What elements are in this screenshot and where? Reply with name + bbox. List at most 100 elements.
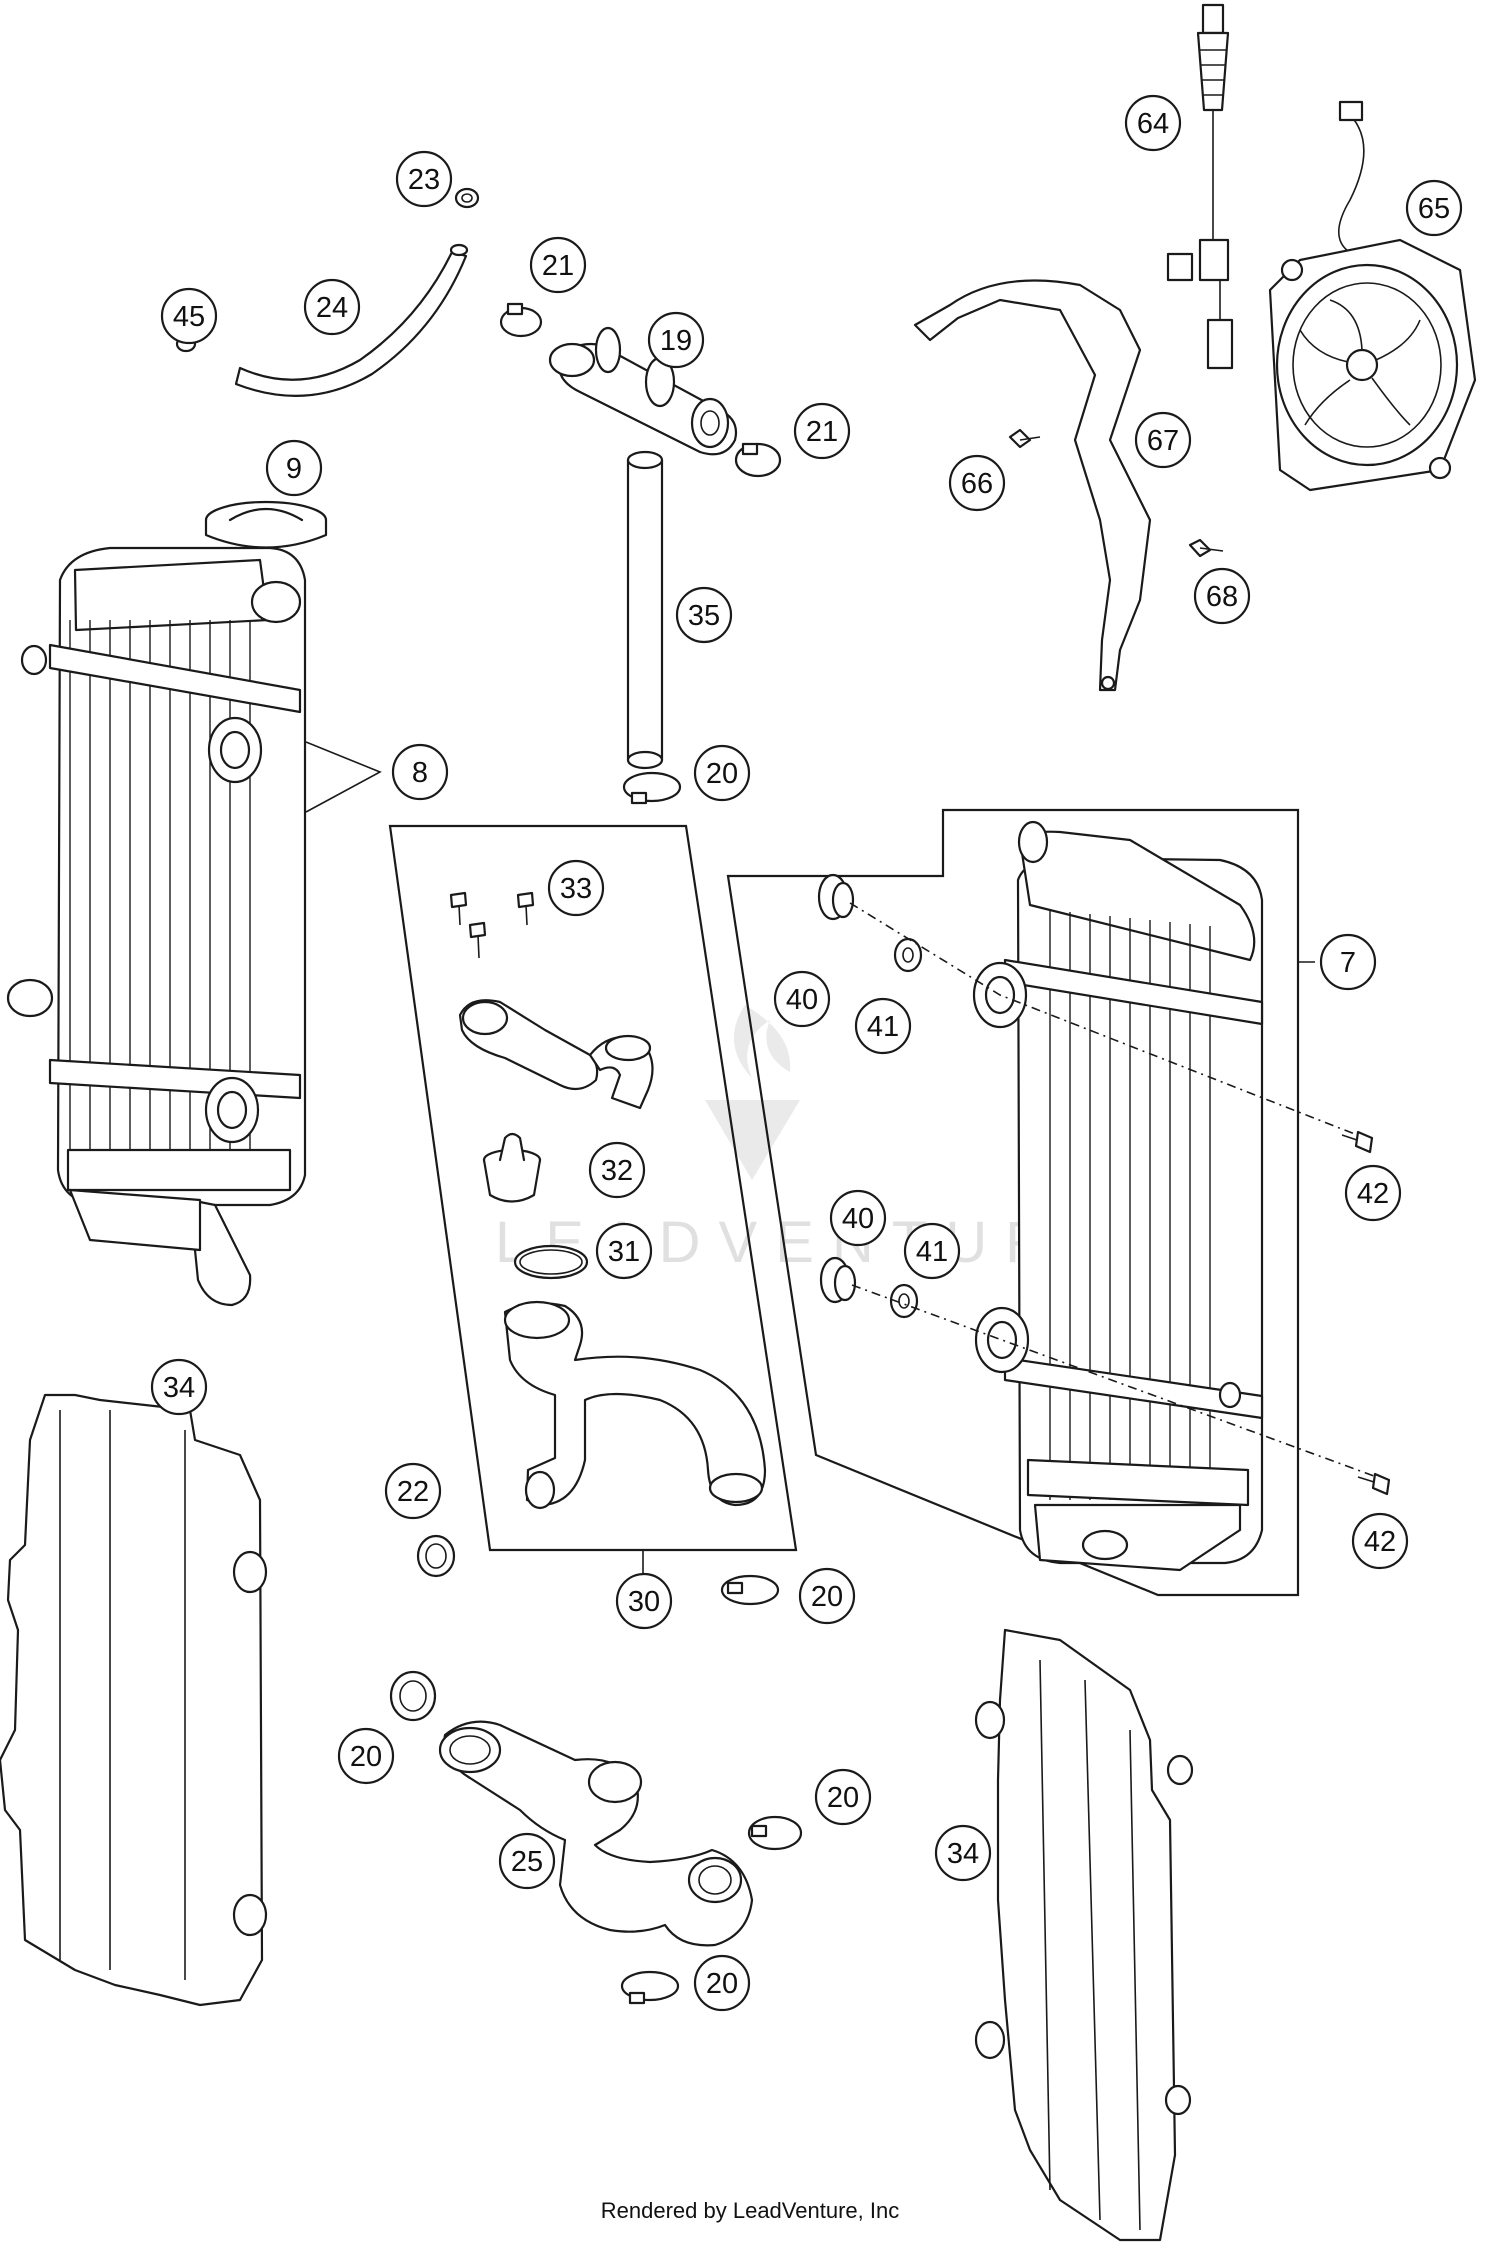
callout-label: 34 bbox=[163, 1372, 195, 1404]
callout-31: 31 bbox=[595, 1222, 653, 1280]
callout-circle bbox=[498, 1832, 556, 1890]
callout-8: 8 bbox=[391, 743, 449, 801]
hose-clamp-20-bottom bbox=[620, 1970, 680, 2005]
callout-label: 22 bbox=[397, 1476, 429, 1508]
grommet-40-upper bbox=[817, 873, 855, 921]
lower-hose-25 bbox=[438, 1720, 754, 1947]
thermostat-housing-upper bbox=[458, 999, 654, 1110]
callout-20: 20 bbox=[337, 1727, 395, 1785]
callout-circle bbox=[814, 1768, 872, 1826]
fan-bracket-67 bbox=[913, 279, 1152, 692]
callout-66: 66 bbox=[948, 454, 1006, 512]
callout-circle bbox=[903, 1222, 961, 1280]
callout-20: 20 bbox=[693, 744, 751, 802]
hose-clamp-22 bbox=[416, 1534, 456, 1578]
callout-label: 33 bbox=[560, 873, 592, 905]
callout-circle bbox=[615, 1572, 673, 1630]
callout-circle bbox=[303, 278, 361, 336]
leader-8 bbox=[305, 741, 382, 813]
callout-21: 21 bbox=[529, 236, 587, 294]
callout-circle bbox=[395, 150, 453, 208]
callout-circle bbox=[693, 1954, 751, 2012]
radiator-shroud-34-right bbox=[974, 1628, 1194, 2242]
callout-label: 8 bbox=[412, 757, 428, 789]
callout-label: 67 bbox=[1147, 425, 1179, 457]
hose-clamp-20-mid bbox=[720, 1574, 780, 1606]
callout-41: 41 bbox=[903, 1222, 961, 1280]
callout-label: 20 bbox=[350, 1741, 382, 1773]
callout-circle bbox=[391, 743, 449, 801]
callout-circle bbox=[1351, 1512, 1409, 1570]
hose-clamp-20-top bbox=[622, 771, 682, 805]
callout-label: 9 bbox=[286, 453, 302, 485]
callout-label: 42 bbox=[1364, 1526, 1396, 1558]
callout-circle bbox=[1134, 411, 1192, 469]
callout-42: 42 bbox=[1344, 1164, 1402, 1222]
o-ring-31 bbox=[513, 1244, 589, 1280]
callout-label: 64 bbox=[1137, 108, 1169, 140]
callout-label: 41 bbox=[867, 1011, 899, 1043]
thermostat-housing-lower bbox=[503, 1300, 767, 1510]
right-radiator-fins bbox=[1049, 910, 1211, 1500]
callout-40: 40 bbox=[773, 970, 831, 1028]
callout-label: 32 bbox=[601, 1155, 633, 1187]
axis-line-upper bbox=[849, 902, 1371, 1141]
radiator-7-frame bbox=[726, 808, 1300, 1597]
grommet-40-lower bbox=[819, 1256, 857, 1304]
callout-circle bbox=[798, 1567, 856, 1625]
callout-circle bbox=[265, 439, 323, 497]
callout-label: 45 bbox=[173, 301, 205, 333]
callout-circle bbox=[150, 1358, 208, 1416]
callout-22: 22 bbox=[384, 1462, 442, 1520]
callout-label: 42 bbox=[1357, 1178, 1389, 1210]
cooling-fan-65 bbox=[1268, 100, 1477, 492]
callout-label: 21 bbox=[806, 416, 838, 448]
callout-circle bbox=[547, 859, 605, 917]
callout-20: 20 bbox=[814, 1768, 872, 1826]
callout-label: 20 bbox=[706, 758, 738, 790]
callout-label: 35 bbox=[688, 600, 720, 632]
callout-label: 20 bbox=[706, 1968, 738, 2000]
callout-32: 32 bbox=[588, 1141, 646, 1199]
callout-label: 20 bbox=[811, 1581, 843, 1613]
callout-67: 67 bbox=[1134, 411, 1192, 469]
callout-circle bbox=[1344, 1164, 1402, 1222]
callout-7: 7 bbox=[1319, 933, 1377, 991]
callout-label: 30 bbox=[628, 1586, 660, 1618]
callout-24: 24 bbox=[303, 278, 361, 336]
overflow-hose-24 bbox=[234, 243, 469, 397]
callout-circle bbox=[1193, 567, 1251, 625]
callout-35: 35 bbox=[675, 586, 733, 644]
callout-20: 20 bbox=[693, 1954, 751, 2012]
callout-65: 65 bbox=[1405, 179, 1463, 237]
callout-42: 42 bbox=[1351, 1512, 1409, 1570]
thermostat-32 bbox=[482, 1132, 542, 1203]
callout-circle bbox=[1319, 933, 1377, 991]
callout-68: 68 bbox=[1193, 567, 1251, 625]
bolt-42-upper bbox=[1341, 1130, 1374, 1154]
callout-34: 34 bbox=[934, 1824, 992, 1882]
watermark-text: LEADVENTURE bbox=[495, 1210, 1122, 1275]
hose-clamp-20-left bbox=[389, 1670, 437, 1722]
callout-34: 34 bbox=[150, 1358, 208, 1416]
callout-30: 30 bbox=[615, 1572, 673, 1630]
clamp-23 bbox=[454, 187, 480, 209]
pipe-35 bbox=[626, 450, 664, 770]
bolt-42-lower bbox=[1357, 1472, 1391, 1496]
callout-circle bbox=[773, 970, 831, 1028]
callout-circle bbox=[934, 1824, 992, 1882]
callout-circle bbox=[675, 586, 733, 644]
callout-circle bbox=[693, 744, 751, 802]
callout-21: 21 bbox=[793, 402, 851, 460]
left-radiator-8 bbox=[6, 546, 307, 1307]
callout-label: 65 bbox=[1418, 193, 1450, 225]
radiator-cap-9 bbox=[204, 500, 328, 549]
radiator-shroud-34-left bbox=[0, 1393, 268, 2007]
right-radiator-7 bbox=[972, 820, 1264, 1572]
callout-circle bbox=[1405, 179, 1463, 237]
callout-label: 41 bbox=[916, 1236, 948, 1268]
bolt-68 bbox=[1188, 538, 1224, 558]
callout-19: 19 bbox=[647, 311, 705, 369]
callout-45: 45 bbox=[160, 287, 218, 345]
